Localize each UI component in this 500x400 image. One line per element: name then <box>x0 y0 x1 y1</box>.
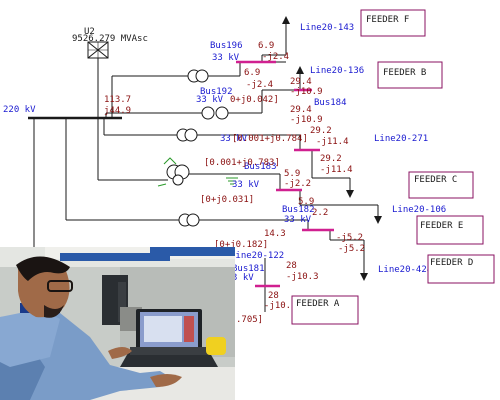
bus-name: Bus192 <box>200 87 233 97</box>
bus-voltage: 33 kV <box>232 180 260 190</box>
flow-value: [0.001+j0.783] <box>204 158 280 168</box>
main-flow-p: 113.7 <box>104 95 131 105</box>
transformers <box>176 69 229 227</box>
photo-illustration <box>0 247 235 400</box>
bus-bars <box>236 60 334 288</box>
flow-value: 28 <box>286 261 297 271</box>
main-flow-q: j44.9 <box>104 106 131 116</box>
feeder-label: FEEDER C <box>414 175 457 185</box>
line-label: Line20-136 <box>310 66 364 76</box>
bus-voltage: 3 kV <box>232 273 254 283</box>
line-label: Line20-122 <box>230 251 284 261</box>
bus-voltage: 33 kV <box>212 53 240 63</box>
flow-value: 6.9 <box>244 68 260 78</box>
feeder-label: FEEDER F <box>366 15 409 25</box>
flow-value: [0+j0.182] <box>214 240 268 250</box>
flow-value: -j10.3 <box>286 272 319 282</box>
three-winding-transformer <box>157 157 238 187</box>
flow-value: .705] <box>236 315 263 325</box>
flow-value: [0+j0.031] <box>200 195 254 205</box>
line-label: Line20-106 <box>392 205 446 215</box>
bus-name: Bus181 <box>232 264 265 274</box>
feeder-label: FEEDER E <box>420 221 463 231</box>
feeder-box[interactable]: FEEDER A <box>291 295 359 325</box>
bus-voltage: 33 kV <box>196 95 224 105</box>
feeder-label: FEEDER B <box>383 68 426 78</box>
line-label: Line20-143 <box>300 23 354 33</box>
main-bus-voltage: 220 kV <box>3 105 36 115</box>
flow-value: -j10.9 <box>290 87 323 97</box>
flow-value: 29.2 <box>320 154 342 164</box>
flow-value: 29.4 <box>290 105 312 115</box>
flow-arrows <box>282 16 382 281</box>
flow-value: 5.9 <box>284 169 300 179</box>
flow-value: 29.4 <box>290 77 312 87</box>
line-label: Line20-424 <box>378 265 432 275</box>
bus-name: Bus183 <box>244 162 277 172</box>
flow-value: 14.3 <box>264 229 286 239</box>
flow-value: 5.9 <box>298 197 314 207</box>
bus-name: Bus184 <box>314 98 347 108</box>
flow-value: 0+j0.042] <box>230 95 279 105</box>
flow-value: -j10.9 <box>290 115 323 125</box>
flow-value: -j11.4 <box>320 165 353 175</box>
bus-voltage: 33 kV <box>220 134 248 144</box>
flow-value: -j2.4 <box>246 80 273 90</box>
flow-value: -j2.4 <box>262 52 289 62</box>
utility-source[interactable] <box>87 41 109 59</box>
flow-value: -j2.2 <box>284 179 311 189</box>
flow-value: [0.001+j0.784] <box>232 134 308 144</box>
flow-value: -j10. <box>264 301 291 311</box>
bus-voltage: 33 kV <box>284 215 312 225</box>
flow-value: -j5.2 <box>336 233 363 243</box>
feeder-box[interactable]: FEEDER C <box>408 171 474 199</box>
engineer-at-computer-photo <box>0 247 235 400</box>
feeder-box[interactable]: FEEDER E <box>416 215 484 245</box>
bus-name: Bus196 <box>210 41 243 51</box>
feeder-label: FEEDER A <box>296 299 340 309</box>
source-rating: 9526.279 MVAsc <box>72 34 148 44</box>
feeder-box[interactable]: FEEDER D <box>427 254 495 284</box>
feeder-label: FEEDER D <box>430 258 473 268</box>
line-label: Line20-271 <box>374 134 428 144</box>
feeder-box[interactable]: FEEDER B <box>377 61 443 89</box>
flow-value: 6.9 <box>258 41 274 51</box>
flow-value: 2.2 <box>312 208 328 218</box>
flow-value: -j11.4 <box>316 137 349 147</box>
flow-value: 29.2 <box>310 126 332 136</box>
source-name: U2 <box>84 27 95 37</box>
bus-name: Bus182 <box>282 205 315 215</box>
flow-value: -j5.2 <box>338 244 365 254</box>
feeder-box[interactable]: FEEDER F <box>360 9 426 37</box>
flow-value: 28 <box>268 291 279 301</box>
